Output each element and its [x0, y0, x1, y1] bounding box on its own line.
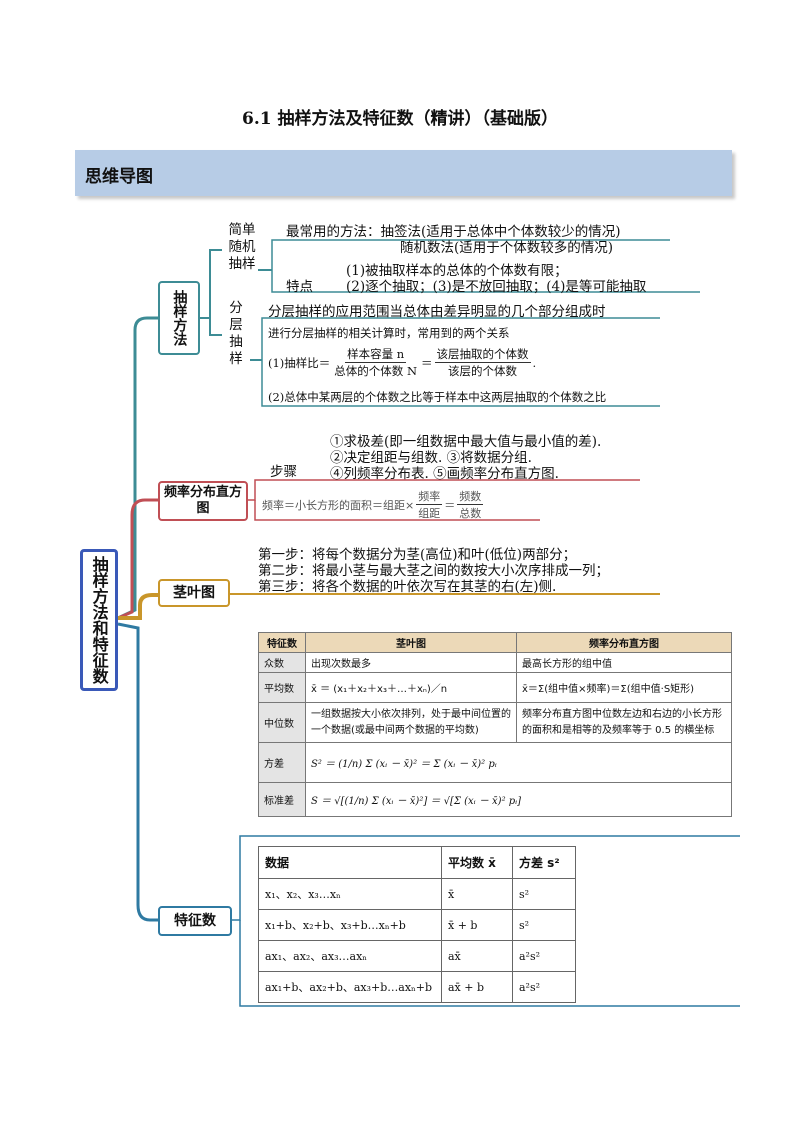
- root-node: 抽样方法和特征数: [80, 549, 118, 691]
- t2-cell: ax₁+b、ax₂+b、ax₃+b…axₙ+b: [258, 971, 442, 1003]
- node-freq: 频率分布直方图: [158, 481, 248, 521]
- t1-cell-variance: S² ＝ (1/n) Σ (xᵢ － x̄)² ＝ Σ (xᵢ － x̄)² p…: [305, 742, 732, 783]
- ratio-fraction-2: 该层抽取的个体数 该层的个体数: [434, 346, 531, 379]
- stratified-ratio: (1)抽样比＝ 样本容量 n 总体的个体数 N ＝ 该层抽取的个体数 该层的个体…: [268, 346, 537, 379]
- root-node-label: 抽样方法和特征数: [89, 556, 109, 684]
- stratified-intro: 进行分层抽样的相关计算时，常用到的两个关系: [268, 326, 510, 340]
- stratified-rule2: (2)总体中某两层的个体数之比等于样本中这两层抽取的个体数之比: [268, 390, 607, 404]
- t2-cell: s²: [512, 878, 576, 910]
- connector-stats: [117, 622, 158, 922]
- t1-row-label: 中位数: [258, 702, 306, 743]
- t1-cell: 频率分布直方图中位数左边和右边的小长方形的面积和是相等的及频率等于 0.5 的横…: [516, 702, 732, 743]
- connector-stem: [118, 593, 158, 620]
- freq-formula-lead: 频率＝小长方形的面积＝组距×: [262, 498, 415, 512]
- freq-den1: 组距: [418, 507, 441, 520]
- section-header: 思维导图: [75, 150, 732, 196]
- ratio-num1: 样本容量 n: [345, 347, 407, 363]
- t2-cell: ax̄ + b: [441, 971, 513, 1003]
- t2-cell: a²s²: [512, 940, 576, 972]
- freq-step1: ①求极差(即一组数据中最大值与最小值的差).: [330, 434, 602, 450]
- freq-formula: 频率＝小长方形的面积＝组距× 频率组距 ＝ 频数总数: [262, 490, 484, 520]
- t1-row-label: 标准差: [258, 782, 306, 817]
- stats-table-2: 数据 平均数 x̄ 方差 s² x₁、x₂、x₃…xₙ x̄ s² x₁+b、x…: [258, 846, 576, 1003]
- t2-cell: x₁+b、x₂+b、x₃+b…xₙ+b: [258, 909, 442, 941]
- simple-features-label: 特点: [286, 279, 313, 295]
- stem-line1: 第一步：将每个数据分为茎(高位)和叶(低位)两部分；: [258, 547, 577, 563]
- section-header-label: 思维导图: [85, 167, 153, 187]
- t1-row-label: 众数: [258, 652, 306, 673]
- simple-methods-line1: 最常用的方法：抽签法(适用于总体中个体数较少的情况): [286, 224, 621, 240]
- t1-row-label: 平均数: [258, 672, 306, 703]
- t2-cell: a²s²: [512, 971, 576, 1003]
- t1-cell: x̄ ＝ (x₁＋x₂＋x₃＋…＋xₙ)／n: [305, 672, 517, 703]
- t2-cell: x̄ + b: [441, 909, 513, 941]
- ratio-fraction-1: 样本容量 n 总体的个体数 N: [332, 346, 419, 379]
- t1-cell: 一组数据按大小依次排列，处于最中间位置的一个数据(或最中间两个数据的平均数): [305, 702, 517, 743]
- stats-table-1: 特征数 茎叶图 频率分布直方图 众数 出现次数最多 最高长方形的组中值 平均数 …: [258, 632, 732, 817]
- ratio-prefix: (1)抽样比＝: [268, 355, 331, 370]
- simple-methods-line2: 随机数法(适用于个体数较多的情况): [400, 240, 614, 256]
- t2-cell: ax̄: [441, 940, 513, 972]
- simple-random-label: 简单随机抽样: [228, 222, 256, 272]
- simple-features-line2: (2)逐个抽取；(3)是不放回抽取；(4)是等可能抽取: [346, 279, 647, 295]
- t2-header-1: 平均数 x̄: [441, 846, 513, 879]
- node-sampling-label: 抽样方法: [171, 290, 188, 346]
- freq-den2: 总数: [459, 507, 482, 520]
- t1-cell: x̄＝Σ(组中值×频率)＝Σ(组中值·S矩形): [516, 672, 732, 703]
- node-freq-label: 频率分布直方图: [164, 485, 243, 516]
- t2-header-0: 数据: [258, 846, 442, 879]
- simple-features-line1: (1)被抽取样本的总体的个体数有限；: [346, 263, 568, 279]
- freq-steps-label: 步骤: [270, 464, 297, 480]
- t2-cell: ax₁、ax₂、ax₃…axₙ: [258, 940, 442, 972]
- freq-num1: 频率: [416, 490, 443, 505]
- stratified-scope: 分层抽样的应用范围当总体由差异明显的几个部分组成时: [268, 304, 606, 320]
- node-stem-label: 茎叶图: [173, 584, 215, 601]
- t1-header-1: 茎叶图: [305, 632, 517, 653]
- t1-cell: 出现次数最多: [305, 652, 517, 673]
- t2-cell: x̄: [441, 878, 513, 910]
- freq-step2: ②决定组距与组数. ③将数据分组.: [330, 450, 532, 466]
- node-sampling: 抽样方法: [158, 281, 200, 355]
- node-stats: 特征数: [158, 906, 232, 936]
- page-title: 6.1 抽样方法及特征数（精讲）（基础版）: [242, 109, 558, 129]
- node-stats-label: 特征数: [174, 912, 216, 929]
- stratified-label: 分层抽样: [229, 300, 243, 367]
- connector-sampling: [117, 316, 158, 620]
- t1-cell: 最高长方形的组中值: [516, 652, 732, 673]
- t1-header-0: 特征数: [258, 632, 306, 653]
- connector-freq: [117, 498, 158, 620]
- ratio-den2: 该层的个体数: [448, 364, 518, 378]
- t2-cell: s²: [512, 909, 576, 941]
- stem-line2: 第二步：将最小茎与最大茎之间的数按大小次序排成一列；: [258, 563, 609, 579]
- t2-cell: x₁、x₂、x₃…xₙ: [258, 878, 442, 910]
- t1-row-label: 方差: [258, 742, 306, 783]
- ratio-num2: 该层抽取的个体数: [434, 347, 531, 363]
- stem-line3: 第三步：将各个数据的叶依次写在其茎的右(左)侧.: [258, 579, 557, 595]
- freq-step3: ④列频率分布表. ⑤画频率分布直方图.: [330, 466, 559, 482]
- node-stem: 茎叶图: [158, 579, 230, 607]
- freq-num2: 频数: [457, 490, 484, 505]
- t1-cell-stddev: S ＝ √[(1/n) Σ (xᵢ － x̄)²] ＝ √[Σ (xᵢ － x̄…: [305, 782, 732, 817]
- t1-header-2: 频率分布直方图: [516, 632, 732, 653]
- ratio-den1: 总体的个体数 N: [334, 364, 418, 378]
- t2-header-2: 方差 s²: [512, 846, 576, 879]
